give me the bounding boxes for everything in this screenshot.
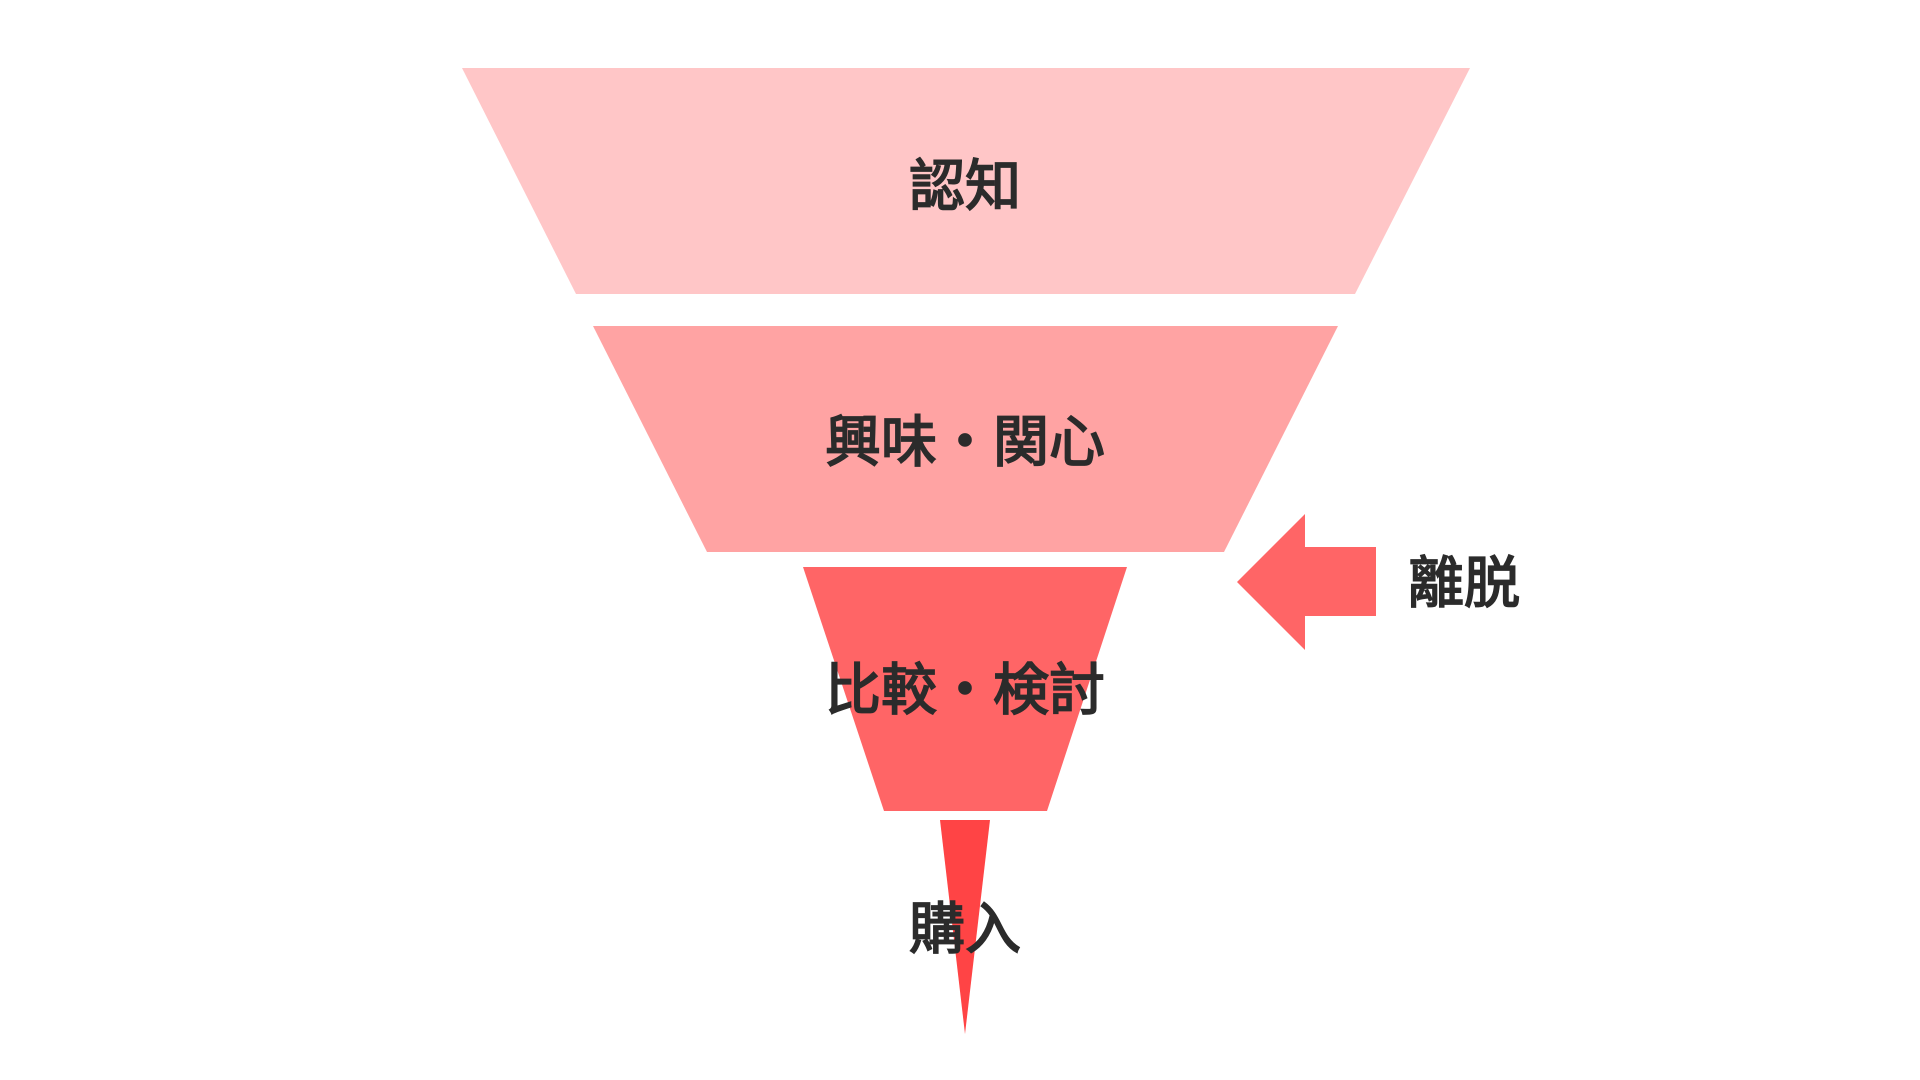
left-arrow-icon — [1237, 514, 1376, 650]
funnel-stage-awareness-label: 認知 — [909, 155, 1021, 220]
funnel-stage-awareness: 認知 — [462, 68, 1470, 294]
dropout-label: 離脱 — [1408, 552, 1520, 617]
funnel-stage-purchase-shape — [940, 820, 990, 1034]
funnel-stage-consideration-label: 比較・検討 — [825, 659, 1105, 724]
dropout-indicator: 離脱 — [1237, 514, 1520, 650]
funnel-stage-purchase: 購入 — [909, 820, 1021, 1034]
funnel-stage-purchase-label: 購入 — [909, 898, 1021, 963]
funnel-stage-consideration: 比較・検討 — [803, 567, 1127, 811]
funnel-stage-awareness-shape — [462, 68, 1470, 294]
funnel-stage-consideration-shape — [803, 567, 1127, 811]
funnel-stage-interest: 興味・関心 — [593, 326, 1338, 552]
funnel-stage-interest-label: 興味・関心 — [825, 411, 1105, 476]
funnel-stage-interest-shape — [593, 326, 1338, 552]
